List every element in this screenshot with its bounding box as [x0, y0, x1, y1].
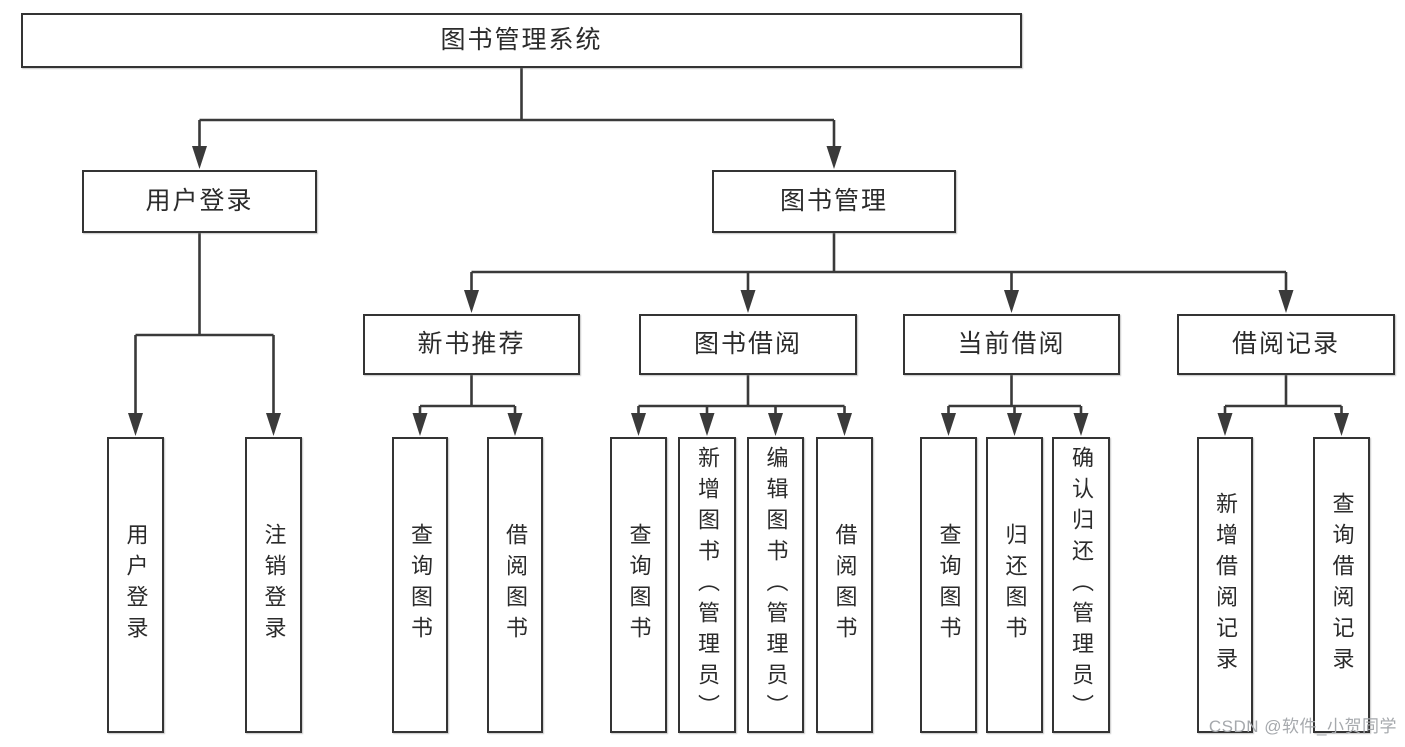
- node-leaf-bb-add: 新增图书（管理员）: [678, 437, 736, 733]
- node-leaf-bb-query: 查询图书: [610, 437, 667, 733]
- node-root: 图书管理系统: [21, 13, 1022, 68]
- node-leaf-user-login: 用户登录: [107, 437, 164, 733]
- node-leaf-logout: 注销登录: [245, 437, 302, 733]
- node-leaf-rec-borrow: 借阅图书: [487, 437, 543, 733]
- node-leaf-rec-query: 查询图书: [392, 437, 448, 733]
- node-new-book-rec: 新书推荐: [363, 314, 580, 375]
- node-leaf-br-add: 新增借阅记录: [1197, 437, 1253, 733]
- node-current-borrow: 当前借阅: [903, 314, 1120, 375]
- node-leaf-cb-return: 归还图书: [986, 437, 1043, 733]
- node-borrow-records: 借阅记录: [1177, 314, 1395, 375]
- node-leaf-cb-confirm: 确认归还（管理员）: [1052, 437, 1110, 733]
- node-leaf-br-query: 查询借阅记录: [1313, 437, 1370, 733]
- node-leaf-cb-query: 查询图书: [920, 437, 977, 733]
- node-book-mgmt: 图书管理: [712, 170, 956, 233]
- node-leaf-bb-borrow: 借阅图书: [816, 437, 873, 733]
- node-user-login: 用户登录: [82, 170, 317, 233]
- node-leaf-bb-edit: 编辑图书（管理员）: [747, 437, 804, 733]
- node-book-borrow: 图书借阅: [639, 314, 857, 375]
